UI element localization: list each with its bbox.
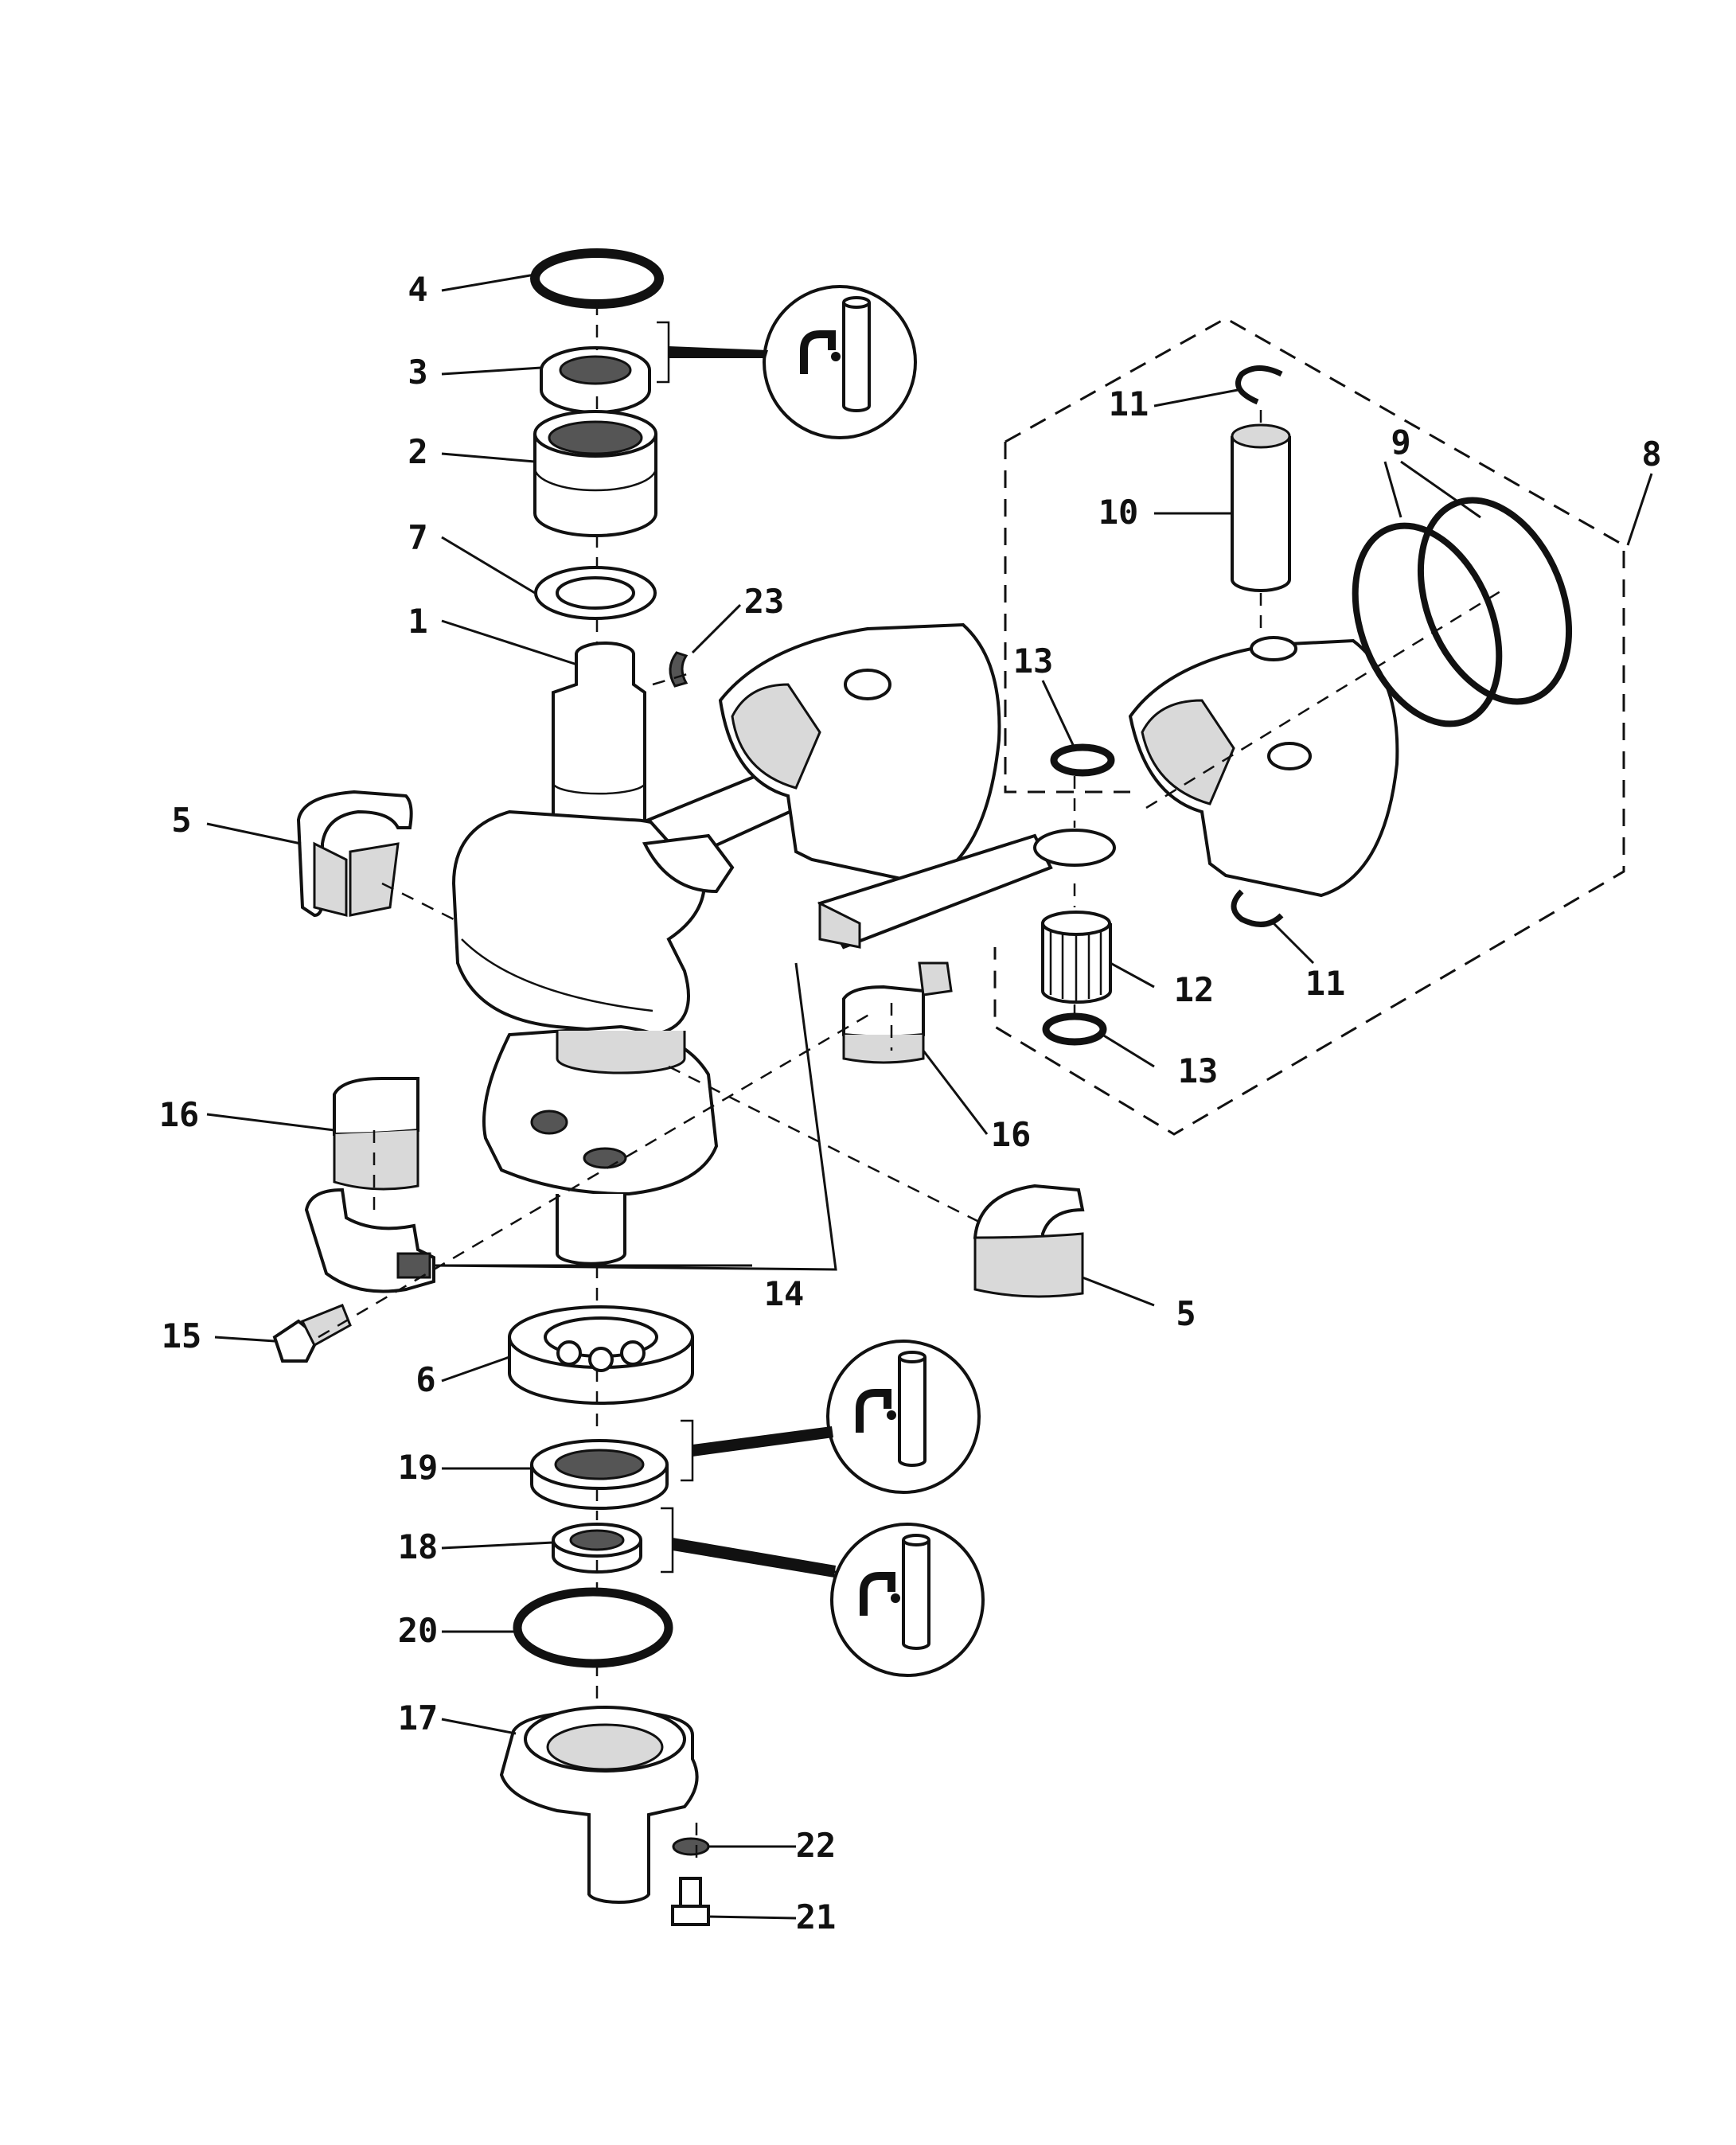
lubricant-application-icon (800, 330, 841, 374)
callout-3: 3 (408, 353, 427, 392)
lubricant-inset-bottom (830, 1523, 985, 1677)
part-15-bolt (272, 1304, 352, 1363)
part-11-retaining-clip-upper (1235, 365, 1283, 405)
inset-brackets (657, 321, 837, 1578)
callout-20: 20 (398, 1611, 439, 1650)
part-23-key (669, 651, 689, 688)
right-piston (1128, 636, 1399, 898)
callout-11-upper: 11 (1109, 384, 1149, 423)
lubricant-application-icon (860, 1572, 900, 1616)
callout-15: 15 (162, 1316, 202, 1355)
part-5-main-bearing-right (973, 1184, 1085, 1298)
part-2-bearing-sleeve (533, 410, 657, 537)
callout-leaders (206, 273, 1653, 1920)
part-3-oil-seal (540, 346, 651, 414)
part-16-needle-bearing-right (842, 985, 925, 1064)
callout-5-left: 5 (171, 801, 191, 840)
part-13-washer-lower (1042, 1012, 1107, 1046)
callout-6: 6 (415, 1360, 435, 1399)
part-9-piston-rings (1352, 497, 1573, 727)
callout-10: 10 (1098, 493, 1139, 532)
callout-labels: 4 3 2 7 1 23 5 5 16 16 15 14 6 19 18 20 … (159, 270, 1662, 1936)
part-18-small-seal (552, 1523, 642, 1574)
part-19-seal (530, 1439, 669, 1510)
callout-8: 8 (1641, 435, 1661, 474)
callout-9: 9 (1391, 423, 1410, 462)
part-13-washer-upper (1050, 743, 1115, 777)
callout-18: 18 (398, 1527, 439, 1566)
part-14-rod-cap-left (304, 1188, 435, 1293)
part-6-ball-bearing (508, 1305, 694, 1405)
callout-11-lower: 11 (1305, 964, 1346, 1003)
part-7-thrust-washer (534, 566, 657, 620)
callout-4: 4 (408, 270, 427, 309)
left-connecting-rod-piston (642, 622, 1001, 894)
callout-13-upper: 13 (1013, 642, 1054, 681)
callout-1: 1 (408, 602, 427, 641)
callout-16-right: 16 (991, 1115, 1032, 1154)
callout-22: 22 (796, 1826, 837, 1865)
part-16-needle-bearing-left (333, 1077, 419, 1191)
part-4-o-ring (530, 248, 664, 309)
callout-17: 17 (398, 1698, 439, 1737)
lubricant-inset-middle (826, 1340, 981, 1494)
part-22-washer (672, 1837, 710, 1856)
lubricant-inset-top (763, 285, 917, 439)
callout-5-right: 5 (1176, 1294, 1196, 1333)
part-1-crankshaft (451, 642, 719, 1266)
part-11-retaining-clip-lower (1231, 889, 1284, 927)
callout-23: 23 (744, 582, 785, 621)
part-14-connecting-rod-right (817, 829, 1116, 996)
callout-16-left: 16 (159, 1095, 200, 1134)
part-20-o-ring (513, 1587, 673, 1668)
callout-12: 12 (1174, 970, 1215, 1009)
callout-13-lower: 13 (1178, 1051, 1219, 1090)
callout-14: 14 (764, 1274, 805, 1313)
part-5-main-bearing-left (296, 790, 413, 918)
piston-kit-boundary (993, 317, 1625, 1136)
part-12-needle-bearing (1041, 911, 1112, 1004)
callout-7: 7 (408, 518, 427, 557)
callout-21: 21 (796, 1897, 837, 1936)
lubricant-application-icon (856, 1389, 896, 1433)
part-17-bearing-housing (499, 1706, 699, 1905)
callout-2: 2 (408, 432, 427, 471)
callout-19: 19 (398, 1448, 439, 1487)
assembly-lines (318, 302, 1505, 1866)
part-10-piston-pin (1231, 423, 1291, 592)
part-21-screw (671, 1877, 710, 1926)
